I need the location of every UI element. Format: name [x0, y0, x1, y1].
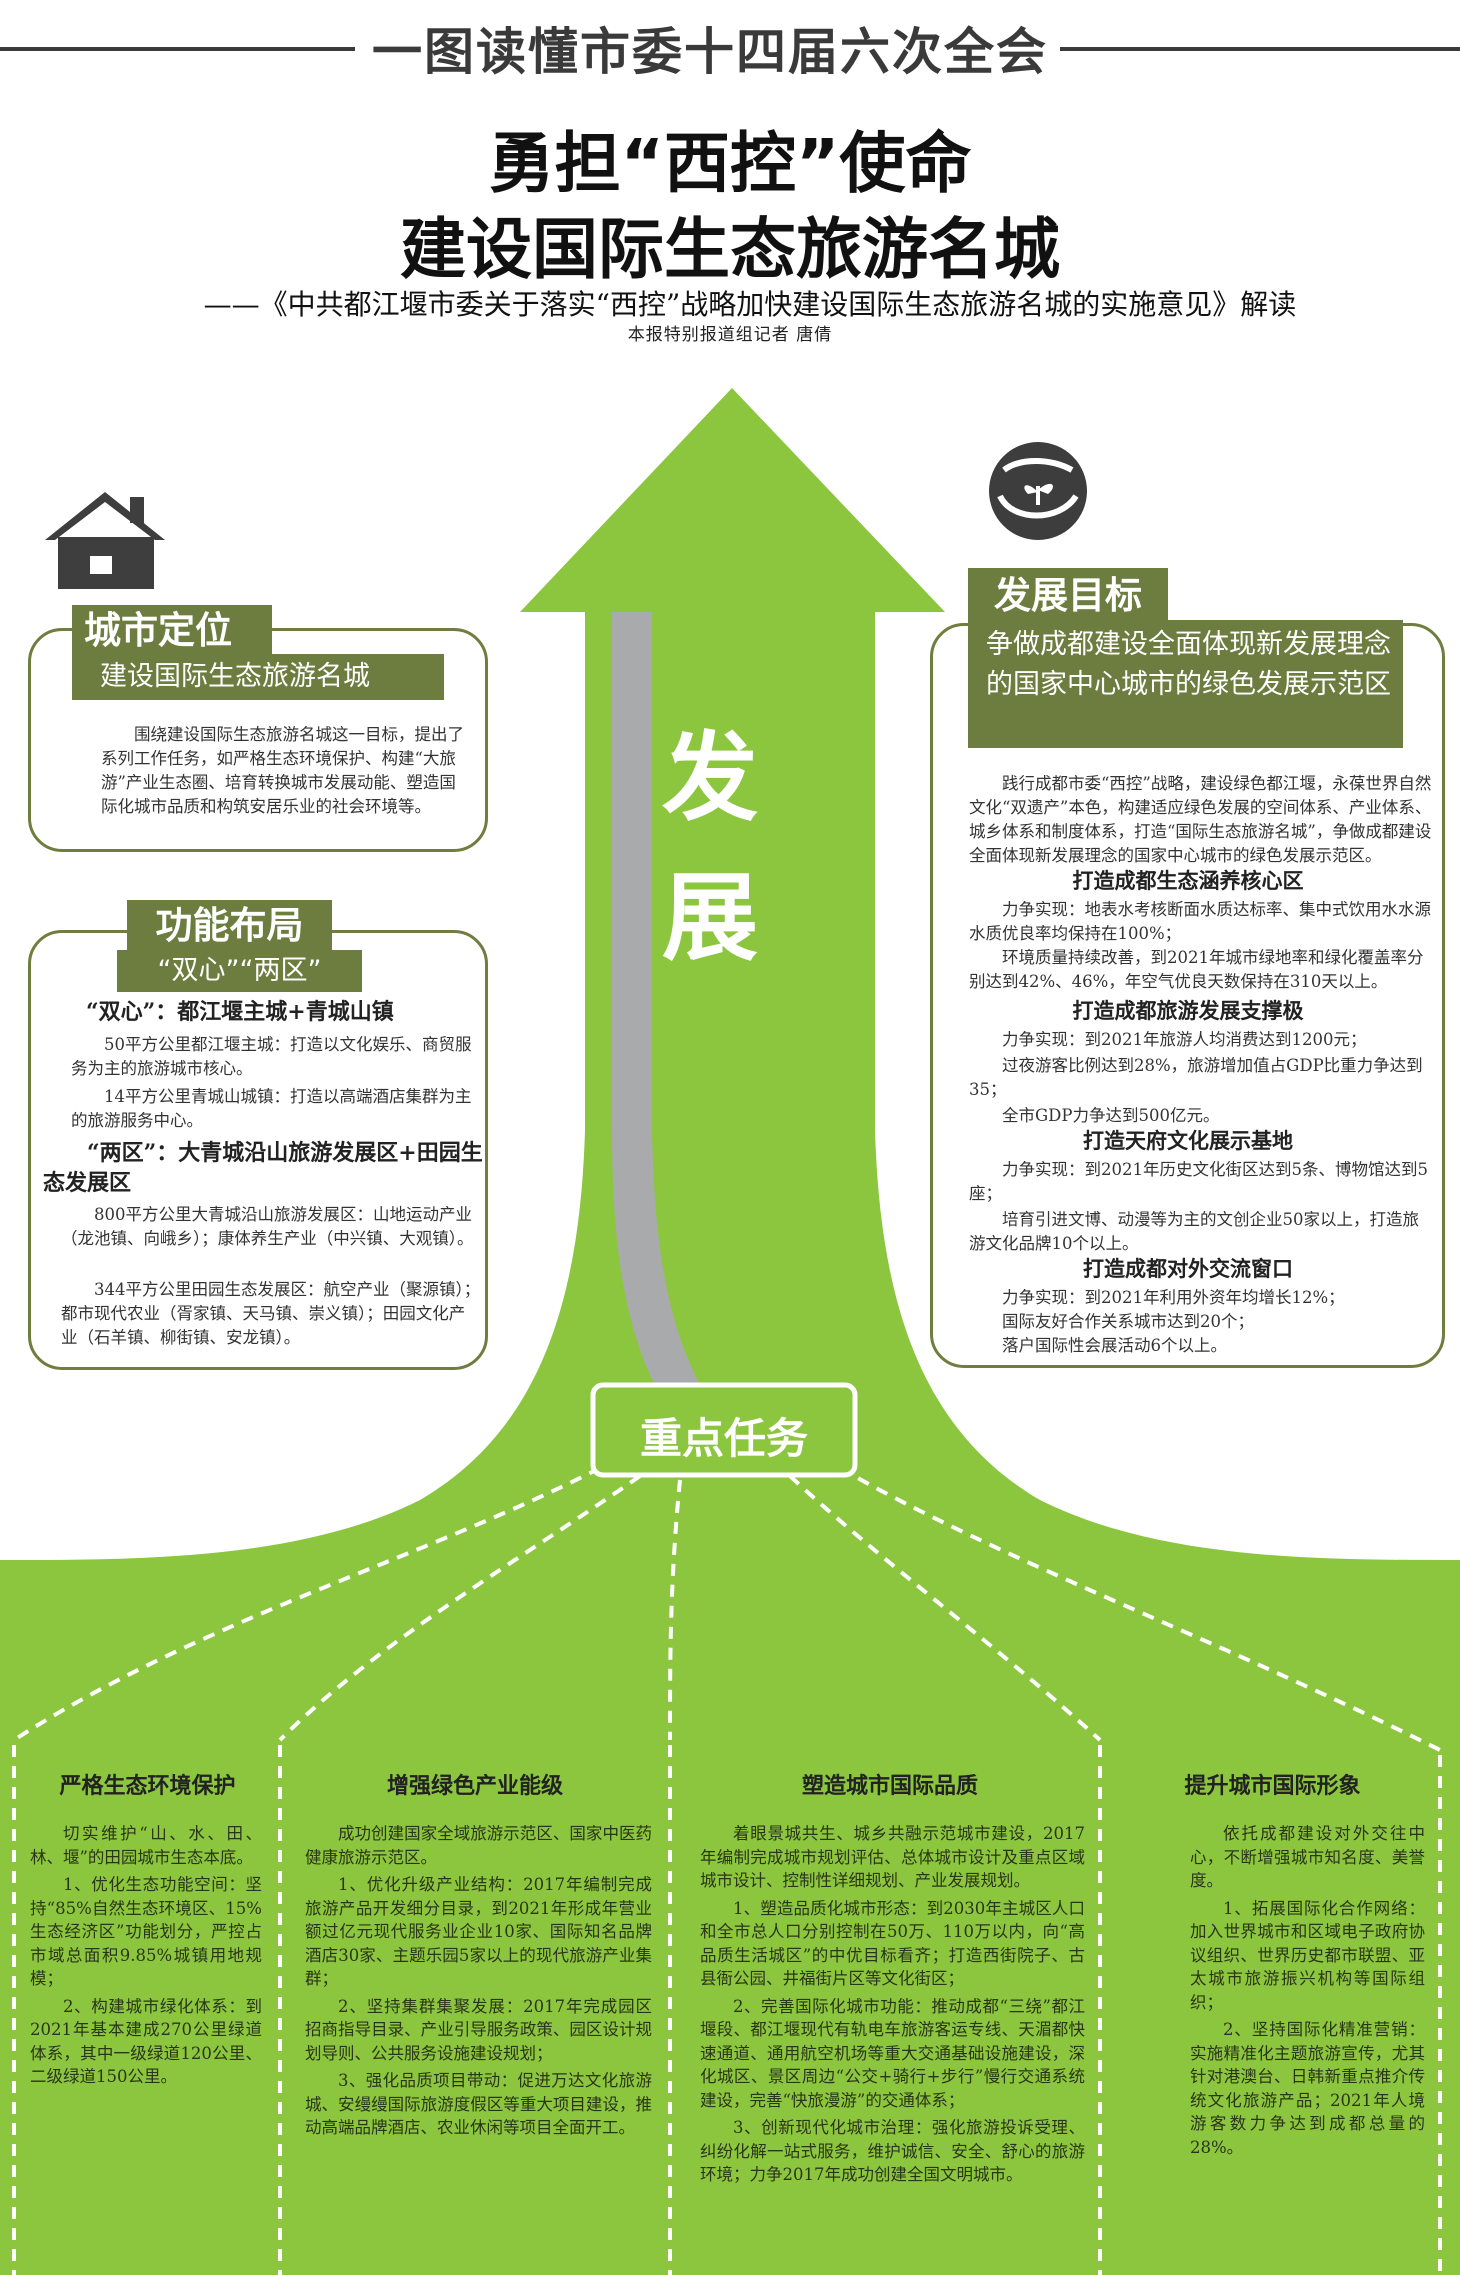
goal-section-heading: 打造成都生态涵养核心区 — [1072, 868, 1304, 893]
byline: 本报特别报道组记者 唐倩 — [627, 325, 833, 345]
goal-item: 培育引进文博、动漫等为主的文创企业50家以上，打造旅游文化品牌10个以上。 — [969, 1210, 1419, 1253]
city-position-tag: 城市定位 — [72, 605, 272, 657]
task-paragraph: 1、优化升级产业结构：2017年编制完成旅游产品开发细分目录，到2021年形成年… — [305, 1875, 652, 1988]
task-paragraph: 1、优化生态功能空间：坚持“85%自然生态环境区、15%生态经济区”功能划分，严… — [30, 1875, 262, 1988]
goal-item: 力争实现：到2021年历史文化街区达到5条、博物馆达到5座； — [969, 1160, 1428, 1203]
goal-tag: 发展目标 — [968, 568, 1168, 624]
task-paragraph: 1、拓展国际化合作网络：加入世界城市和区域电子政府协议组织、世界历史都市联盟、亚… — [1190, 1898, 1425, 2012]
header-rule-right — [1060, 47, 1460, 51]
task-label: 重点任务 — [639, 1414, 808, 1463]
task-paragraph: 切实维护“山、水、田、林、堰”的田园城市生态本底。 — [30, 1824, 262, 1867]
goal-item: 过夜游客比例达到28%，旅游增加值占GDP比重力争达到35； — [969, 1056, 1423, 1099]
subtitle: ——《中共都江堰市委关于落实“西控”战略加快建设国际生态旅游名城的实施意见》解读 — [203, 288, 1297, 321]
task-column-4-body: 依托成都建设对外交往中心，不断增强城市知名度、美誉度。 1、拓展国际化合作网络：… — [1190, 1822, 1425, 2159]
goal-section-heading: 打造成都对外交流窗口 — [1083, 1256, 1293, 1281]
liangqu-p2: 344平方公里田园生态发展区：航空产业（聚源镇）；都市现代农业（胥家镇、天马镇、… — [61, 1280, 481, 1347]
task-paragraph: 成功创建国家全域旅游示范区、国家中医药健康旅游示范区。 — [305, 1824, 652, 1867]
goal-item: 力争实现：地表水考核断面水质达标率、集中式饮用水水源水质优良率均保持在100%； — [969, 900, 1431, 943]
task-rays — [12, 1466, 1441, 1752]
goal-item: 落户国际性会展活动6个以上。 — [1002, 1336, 1227, 1355]
main-title-line2: 建设国际生态旅游名城 — [400, 211, 1060, 288]
goal-item: 力争实现：到2021年旅游人均消费达到1200元； — [1002, 1030, 1367, 1049]
task-paragraph: 1、塑造品质化城市形态：到2030年主城区人口和全市总人口分别控制在50万、11… — [700, 1898, 1085, 1989]
goal-item: 环境质量持续改善，到2021年城市绿地率和绿化覆盖率分别达到42%、46%，年空… — [969, 948, 1424, 991]
city-position-headline: 建设国际生态旅游名城 — [72, 654, 444, 700]
liangqu-heading: “两区”：大青城沿山旅游发展区+田园生态发展区 — [43, 1140, 483, 1196]
task-label-box — [590, 1382, 858, 1478]
layout-headline: “双心”“两区” — [117, 950, 362, 992]
task-paragraph: 2、坚持国际化精准营销：实施精准化主题旅游宣传，尤其针对港澳台、日韩新重点推介传… — [1190, 2020, 1425, 2157]
hands-sprout-icon — [989, 442, 1087, 540]
task-paragraph: 3、创新现代化城市治理：强化旅游投诉受理、纠纷化解一站式服务，维护诚信、安全、舒… — [700, 2118, 1085, 2184]
goal-item: 力争实现：到2021年利用外资年均增长12%； — [1002, 1288, 1345, 1307]
shuangxin-p2: 14平方公里青城山城镇：打造以高端酒店集群为主的旅游服务中心。 — [71, 1087, 472, 1130]
goal-section-heading: 打造天府文化展示基地 — [1083, 1128, 1293, 1153]
arrow-label-char2: 展 — [662, 862, 758, 974]
arrow-head — [520, 388, 945, 612]
liangqu-p1: 800平方公里大青城沿山旅游发展区：山地运动产业（龙池镇、向峨乡）；康体养生产业… — [61, 1205, 474, 1248]
banner-title: 一图读懂市委十四届六次全会 — [372, 23, 1048, 81]
task-column-1-body: 切实维护“山、水、田、林、堰”的田园城市生态本底。 1、优化生态功能空间：坚持“… — [30, 1822, 262, 2089]
city-position-body: 围绕建设国际生态旅游名城这一目标，提出了系列工作任务，如严格生态环境保护、构建“… — [101, 725, 464, 816]
task-column-2-body: 成功创建国家全域旅游示范区、国家中医药健康旅游示范区。 1、优化升级产业结构：2… — [305, 1822, 652, 2140]
task-paragraph: 依托成都建设对外交往中心，不断增强城市知名度、美誉度。 — [1190, 1824, 1425, 1890]
goal-item: 国际友好合作关系城市达到20个； — [1002, 1312, 1254, 1331]
shuangxin-heading: “双心”：都江堰主城+青城山镇 — [86, 999, 394, 1025]
task-paragraph: 2、坚持集群集聚发展：2017年完成园区招商指导目录、产业引导服务政策、园区设计… — [305, 1996, 652, 2063]
task-paragraph: 着眼景城共生、城乡共融示范城市建设，2017年编制完成城市规划评估、总体城市设计… — [700, 1824, 1085, 1890]
task-paragraph: 2、构建城市绿化体系：到2021年基本建成270公里绿道体系，其中一级绿道120… — [30, 1996, 262, 2087]
goal-intro: 践行成都市委“西控”战略，建设绿色都江堰，永葆世界自然文化“双遗产”本色，构建适… — [969, 774, 1432, 865]
task-column-3-body: 着眼景城共生、城乡共融示范城市建设，2017年编制完成城市规划评估、总体城市设计… — [700, 1822, 1085, 2187]
task-paragraph: 3、强化品质项目带动：促进万达文化旅游城、安缦缦国际旅游度假区等重大项目建设，推… — [305, 2071, 652, 2137]
layout-box: “双心”：都江堰主城+青城山镇 50平方公里都江堰主城：打造以文化娱乐、商贸服务… — [28, 930, 488, 1370]
goal-section-heading: 打造成都旅游发展支撑极 — [1072, 998, 1304, 1023]
goal-item: 全市GDP力争达到500亿元。 — [1002, 1106, 1220, 1125]
arrow-label-char1: 发 — [662, 722, 758, 834]
goal-headline: 争做成都建设全面体现新发展理念的国家中心城市的绿色发展示范区 — [968, 620, 1403, 748]
shuangxin-p1: 50平方公里都江堰主城：打造以文化娱乐、商贸服务为主的旅游城市核心。 — [71, 1035, 472, 1078]
task-paragraph: 2、完善国际化城市功能：推动成都“三绕”都江堰段、都江堰现代有轨电车旅游客运专线… — [700, 1996, 1085, 2110]
task-column-title: 塑造城市国际品质 — [801, 1774, 978, 1799]
header-rule-left — [0, 47, 355, 51]
task-column-title: 增强绿色产业能级 — [386, 1774, 563, 1799]
task-column-title: 提升城市国际形象 — [1184, 1774, 1361, 1799]
task-column-title: 严格生态环境保护 — [59, 1774, 236, 1799]
arrow-shaft-shadow — [612, 612, 760, 1470]
layout-tag: 功能布局 — [127, 900, 332, 952]
house-icon — [45, 492, 165, 592]
column-separators — [12, 1745, 1442, 2275]
main-title-line1: 勇担“西控”使命 — [488, 125, 972, 202]
